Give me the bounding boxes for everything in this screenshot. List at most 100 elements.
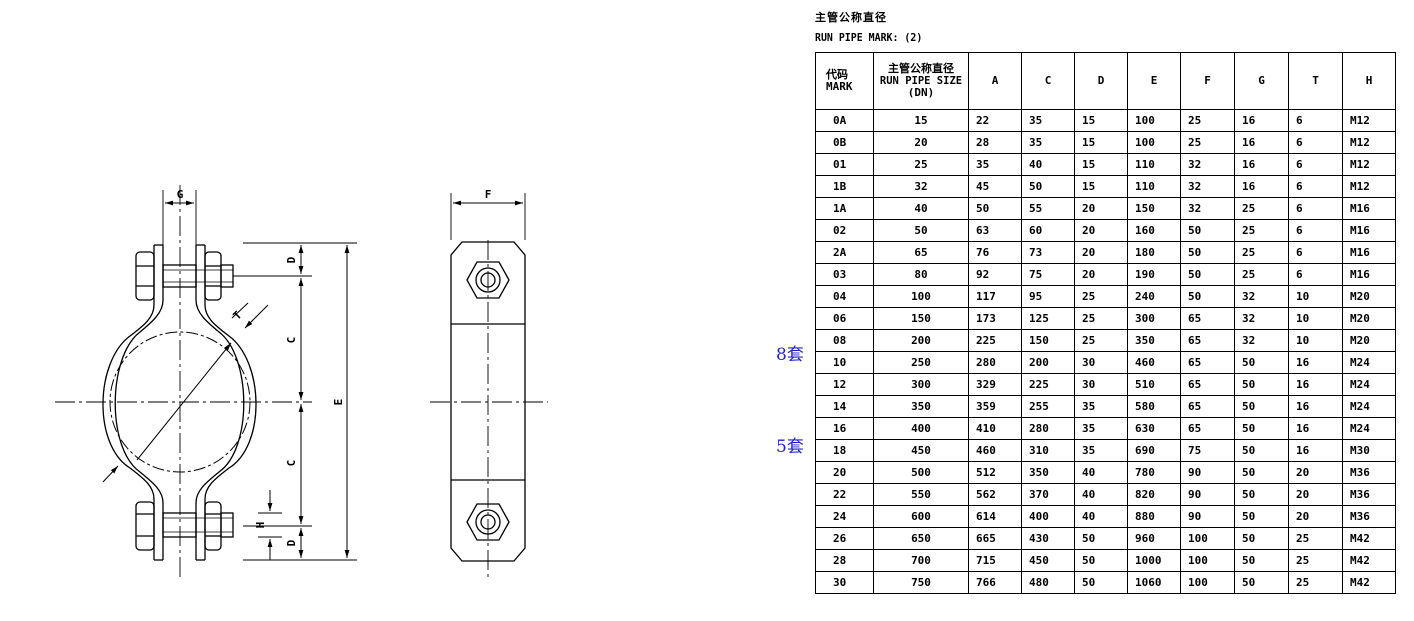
- cell-g: 16: [1234, 153, 1289, 176]
- cell-d: 20: [1074, 263, 1128, 286]
- cell-dn: 40: [873, 197, 969, 220]
- cell-f: 90: [1180, 505, 1235, 528]
- cell-t: 25: [1288, 549, 1343, 572]
- cell-a: 280: [968, 351, 1022, 374]
- cell-e: 300: [1127, 307, 1181, 330]
- cell-h: M42: [1342, 527, 1396, 550]
- header-e: E: [1127, 52, 1181, 110]
- cell-c: 55: [1021, 197, 1075, 220]
- cell-t: 6: [1288, 197, 1343, 220]
- header-g: G: [1234, 52, 1289, 110]
- cell-mark: 1A: [815, 197, 874, 220]
- cell-h: M42: [1342, 571, 1396, 594]
- cell-t: 20: [1288, 461, 1343, 484]
- cell-d: 15: [1074, 175, 1128, 198]
- cell-t: 6: [1288, 131, 1343, 154]
- cell-f: 75: [1180, 439, 1235, 462]
- cell-a: 45: [968, 175, 1022, 198]
- cell-f: 100: [1180, 549, 1235, 572]
- dim-label-h: H: [254, 522, 267, 529]
- dim-label-d-bottom: D: [285, 539, 298, 546]
- dimension-table: 代码 MARK 主管公称直径 RUN PIPE SIZE (DN) A C D …: [815, 52, 1396, 594]
- cell-dn: 600: [873, 505, 969, 528]
- dim-label-c-top: C: [285, 337, 298, 344]
- header-a: A: [968, 52, 1022, 110]
- cell-dn: 250: [873, 351, 969, 374]
- cell-c: 35: [1021, 109, 1075, 132]
- cell-d: 50: [1074, 527, 1128, 550]
- cell-d: 30: [1074, 351, 1128, 374]
- cell-dn: 50: [873, 219, 969, 242]
- cell-f: 65: [1180, 307, 1235, 330]
- cell-a: 22: [968, 109, 1022, 132]
- cell-mark: 12: [815, 373, 874, 396]
- cell-g: 50: [1234, 417, 1289, 440]
- cell-f: 65: [1180, 417, 1235, 440]
- cell-dn: 25: [873, 153, 969, 176]
- cell-mark: 2A: [815, 241, 874, 264]
- cell-a: 50: [968, 197, 1022, 220]
- top-bolt: [135, 251, 234, 301]
- cell-c: 40: [1021, 153, 1075, 176]
- cell-mark: 10: [815, 351, 874, 374]
- cell-c: 430: [1021, 527, 1075, 550]
- cell-e: 1000: [1127, 549, 1181, 572]
- header-h: H: [1342, 52, 1396, 110]
- cell-c: 60: [1021, 219, 1075, 242]
- cell-a: 28: [968, 131, 1022, 154]
- cell-h: M16: [1342, 241, 1396, 264]
- cell-t: 16: [1288, 395, 1343, 418]
- cell-c: 75: [1021, 263, 1075, 286]
- header-f: F: [1180, 52, 1235, 110]
- cell-c: 125: [1021, 307, 1075, 330]
- cell-t: 10: [1288, 285, 1343, 308]
- cell-e: 780: [1127, 461, 1181, 484]
- cell-a: 460: [968, 439, 1022, 462]
- cell-h: M30: [1342, 439, 1396, 462]
- cell-g: 25: [1234, 263, 1289, 286]
- header-size: 主管公称直径 RUN PIPE SIZE (DN): [873, 52, 969, 110]
- table-header-row: 代码 MARK 主管公称直径 RUN PIPE SIZE (DN) A C D …: [815, 52, 1396, 110]
- cell-e: 150: [1127, 197, 1181, 220]
- cell-g: 50: [1234, 373, 1289, 396]
- cell-g: 16: [1234, 131, 1289, 154]
- dim-label-f: F: [485, 188, 492, 201]
- cell-c: 50: [1021, 175, 1075, 198]
- cell-e: 960: [1127, 527, 1181, 550]
- cell-h: M24: [1342, 417, 1396, 440]
- cell-c: 370: [1021, 483, 1075, 506]
- dim-label-d-top: D: [285, 256, 298, 263]
- cell-c: 73: [1021, 241, 1075, 264]
- cell-mark: 20: [815, 461, 874, 484]
- cell-c: 150: [1021, 329, 1075, 352]
- cell-t: 10: [1288, 307, 1343, 330]
- table-title-cn: 主管公称直径: [815, 11, 887, 24]
- note-8-sets: 8套: [776, 345, 804, 365]
- cell-a: 76: [968, 241, 1022, 264]
- cell-g: 16: [1234, 175, 1289, 198]
- cell-h: M24: [1342, 351, 1396, 374]
- cell-g: 25: [1234, 197, 1289, 220]
- cell-f: 50: [1180, 219, 1235, 242]
- header-size-dn: (DN): [907, 86, 935, 99]
- cell-d: 50: [1074, 549, 1128, 572]
- cell-f: 25: [1180, 109, 1235, 132]
- cell-dn: 100: [873, 285, 969, 308]
- header-c: C: [1021, 52, 1075, 110]
- cell-f: 50: [1180, 241, 1235, 264]
- cell-d: 35: [1074, 417, 1128, 440]
- cell-t: 6: [1288, 175, 1343, 198]
- cell-c: 310: [1021, 439, 1075, 462]
- cell-mark: 0B: [815, 131, 874, 154]
- cell-a: 359: [968, 395, 1022, 418]
- cell-dn: 300: [873, 373, 969, 396]
- cell-mark: 1B: [815, 175, 874, 198]
- cell-d: 40: [1074, 505, 1128, 528]
